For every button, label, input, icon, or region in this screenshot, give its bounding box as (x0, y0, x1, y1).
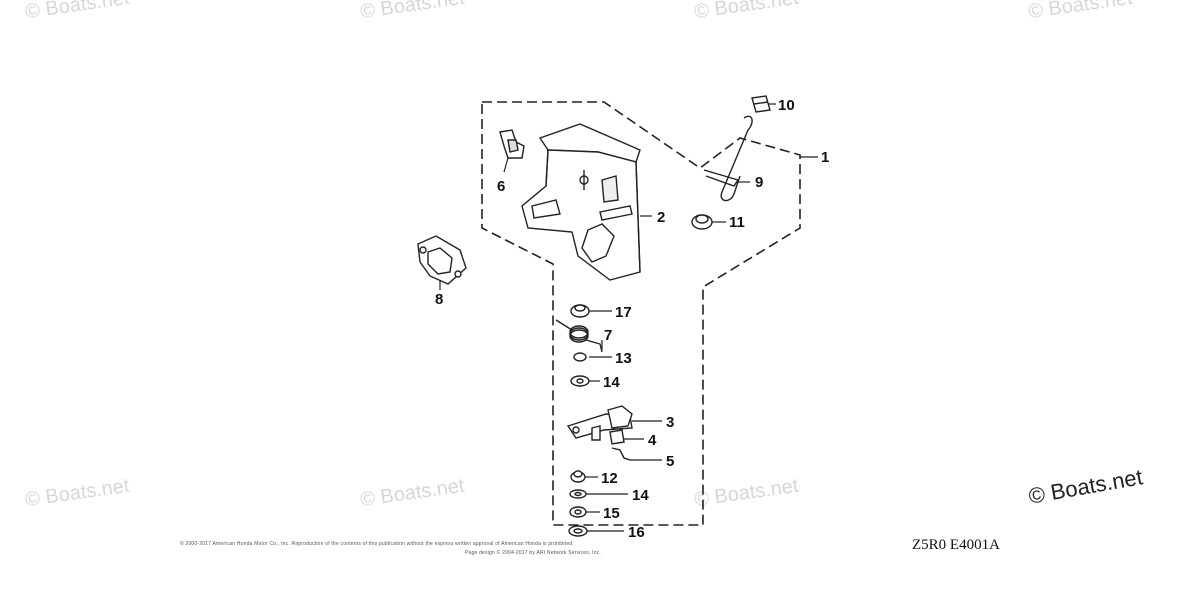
nut-part (691, 214, 713, 230)
callout-7: 7 (604, 327, 612, 344)
callout-11: 11 (729, 214, 745, 231)
nut-part (570, 304, 590, 318)
nut-part (570, 470, 586, 483)
callout-8: 8 (435, 291, 443, 308)
washer-part (570, 375, 590, 387)
nut-part (568, 525, 588, 537)
callout-10: 10 (778, 97, 795, 114)
callout-2: 2 (657, 209, 665, 226)
callout-5: 5 (666, 453, 674, 470)
callout-15: 15 (603, 505, 620, 522)
nut-part (609, 429, 625, 445)
diagram-code: Z5R0 E4001A (912, 537, 1000, 553)
link-part (611, 447, 631, 461)
callout-16: 16 (628, 524, 645, 541)
callout-6: 6 (497, 178, 505, 195)
lever-part (566, 405, 633, 441)
page-design-line: Page design © 2004-2017 by ARI Network S… (465, 550, 602, 556)
leader-lines (439, 103, 818, 532)
callout-17: 17 (615, 304, 632, 321)
clip-part (499, 129, 525, 159)
callout-14-upper: 14 (603, 374, 620, 391)
callout-9: 9 (755, 174, 763, 191)
washer-part (573, 352, 587, 362)
washer-part (569, 506, 587, 518)
copyright-line: © 2000-2017 American Honda Motor Co., In… (180, 541, 574, 547)
control-rod-part (703, 115, 753, 202)
callout-1: 1 (821, 149, 829, 166)
gasket-part (417, 235, 467, 285)
callout-13: 13 (615, 350, 632, 367)
washer-part (569, 489, 587, 499)
bracket-plate-part (521, 123, 641, 281)
callout-12: 12 (601, 470, 618, 487)
callout-14-lower: 14 (632, 487, 649, 504)
spring-part (555, 319, 603, 353)
cap-nut-part (751, 95, 771, 113)
assembly-outline (481, 101, 801, 526)
callout-3: 3 (666, 414, 674, 431)
callout-4: 4 (648, 432, 657, 449)
